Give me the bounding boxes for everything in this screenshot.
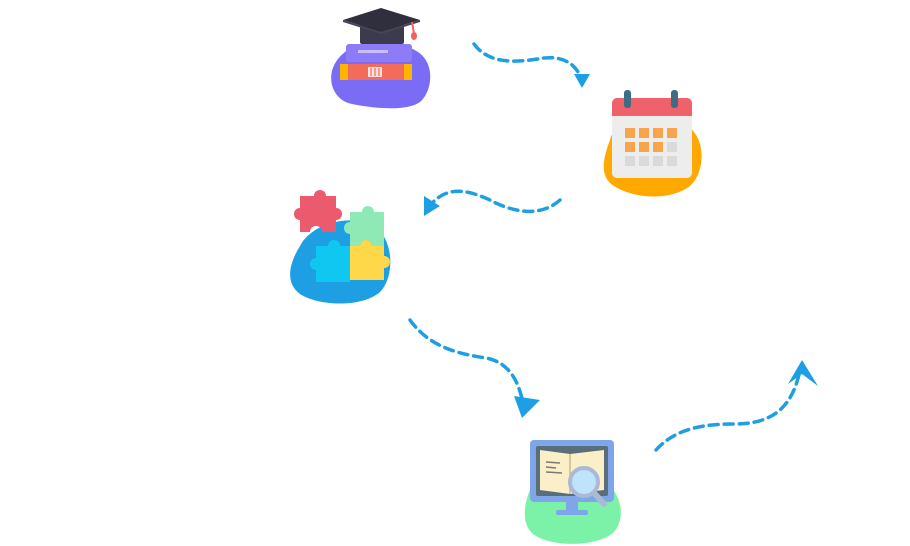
arrowheads — [424, 74, 818, 418]
arrowhead-problem-solving — [424, 196, 440, 216]
connectors — [408, 42, 802, 452]
arrowhead-next — [788, 360, 818, 386]
education-step-icon — [331, 8, 431, 109]
connector-problem-solving-to-research — [408, 318, 526, 412]
connector-schedule-to-problem-solving — [426, 189, 562, 214]
arrowhead-research — [514, 396, 540, 418]
connector-research-to-next — [654, 368, 802, 452]
arrowhead-schedule — [574, 74, 590, 88]
schedule-step-icon — [603, 90, 702, 197]
problem-solving-step-icon — [290, 190, 391, 304]
connector-education-to-schedule — [472, 42, 584, 82]
research-step-icon — [524, 440, 621, 544]
